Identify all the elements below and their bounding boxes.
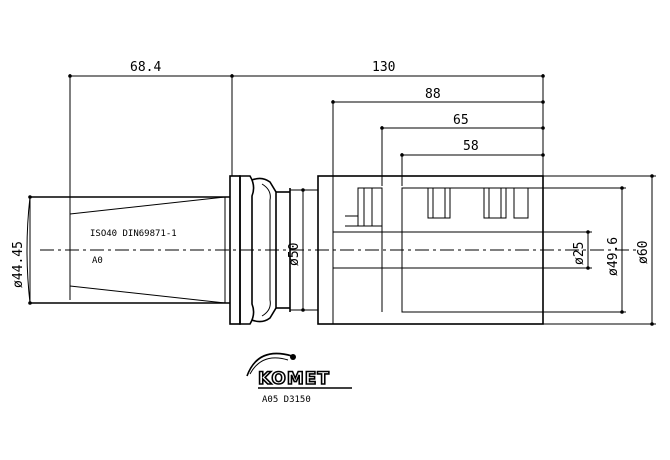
dim-collar-diameter: ø50 <box>287 243 302 266</box>
komet-logo: KOMET <box>246 352 352 390</box>
taper-shank <box>26 196 640 304</box>
dimension-right-diameters <box>543 174 656 326</box>
dim-depth-58: 58 <box>463 139 479 154</box>
dim-outer-diameter: ø60 <box>636 241 651 264</box>
form-label: A0 <box>92 256 103 266</box>
dimension-collar-diameter <box>301 188 305 312</box>
logo-arc-icon <box>246 352 293 377</box>
logo-name: KOMET <box>258 369 330 389</box>
dim-inner-diameter: ø49.6 <box>606 237 621 276</box>
dim-depth-65: 65 <box>453 113 469 128</box>
flange-collar <box>229 175 318 325</box>
dim-overall-right: 130 <box>372 60 395 75</box>
holder-body <box>317 175 544 325</box>
dim-depth-88: 88 <box>425 87 441 102</box>
taper-label: ISO40 DIN69871-1 <box>90 229 177 239</box>
dimension-shank-diameter <box>28 195 32 305</box>
dimension-lines-top <box>68 74 545 320</box>
dim-shank-diameter: ø44.45 <box>11 241 26 288</box>
dim-overall-left: 68.4 <box>130 60 161 75</box>
dim-bore-diameter: ø25 <box>572 242 587 265</box>
logo-code: A05 D3150 <box>262 395 311 405</box>
